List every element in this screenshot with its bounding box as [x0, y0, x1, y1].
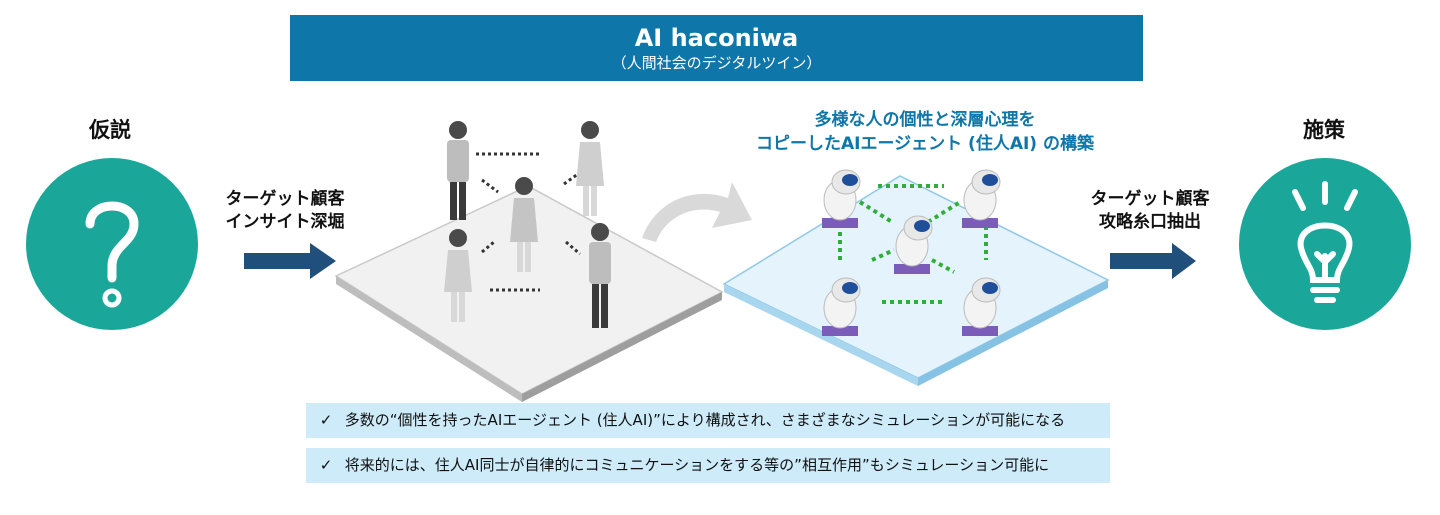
robot-icon — [822, 169, 861, 228]
check-icon: ✓ — [319, 411, 333, 429]
person-icon — [589, 223, 611, 328]
insight-label: ターゲット顧客 インサイト深堀 — [220, 188, 350, 234]
strategy-label-line2: 攻略糸口抽出 — [1099, 212, 1201, 232]
note-row: ✓ 将来的には、住人AI同士が自律的にコミュニケーションをする等の”相互作用”も… — [306, 448, 1110, 483]
lightbulb-icon — [1292, 181, 1358, 303]
human-society-platform — [334, 121, 724, 402]
ai-agent-heading: 多様な人の個性と深層心理を コピーしたAIエージェント (住人AI) の構築 — [730, 108, 1120, 156]
title-banner: AI haconiwa （人間社会のデジタルツイン） — [290, 15, 1143, 81]
person-icon — [510, 177, 538, 272]
question-mark-icon — [85, 201, 139, 308]
ai-agent-heading-line1: 多様な人の個性と深層心理を — [814, 110, 1036, 130]
right-arrow-icon — [1110, 243, 1196, 279]
strategy-label: ターゲット顧客 攻略糸口抽出 — [1085, 188, 1215, 234]
person-icon — [447, 121, 469, 220]
strategy-label-line1: ターゲット顧客 — [1090, 189, 1210, 209]
transform-arrow-icon — [642, 182, 752, 242]
insight-label-line2: インサイト深堀 — [225, 212, 345, 232]
person-icon — [576, 121, 604, 216]
ai-agent-heading-line2: コピーしたAIエージェント (住人AI) の構築 — [756, 134, 1094, 154]
robot-icon — [894, 215, 933, 274]
robot-icon — [962, 169, 1001, 228]
robot-icon — [962, 277, 1001, 336]
note-row: ✓ 多数の“個性を持ったAIエージェント (住人AI)”により構成され、さまざま… — [306, 403, 1110, 438]
measures-circle — [1239, 158, 1411, 330]
note-text: 多数の“個性を持ったAIエージェント (住人AI)”により構成され、さまざまなシ… — [344, 411, 1066, 429]
hypothesis-label: 仮説 — [89, 118, 131, 142]
measures-label: 施策 — [1303, 118, 1345, 142]
check-icon: ✓ — [319, 456, 333, 474]
person-icon — [444, 229, 472, 322]
insight-label-line1: ターゲット顧客 — [225, 189, 345, 209]
robot-icon — [822, 277, 861, 336]
banner-title: AI haconiwa — [634, 24, 799, 52]
hypothesis-circle — [26, 158, 198, 330]
banner-subtitle: （人間社会のデジタルツイン） — [611, 54, 822, 72]
note-text: 将来的には、住人AI同士が自律的にコミュニケーションをする等の”相互作用”もシミ… — [344, 456, 1050, 474]
right-arrow-icon — [244, 243, 336, 279]
ai-resident-platform — [722, 169, 1110, 386]
